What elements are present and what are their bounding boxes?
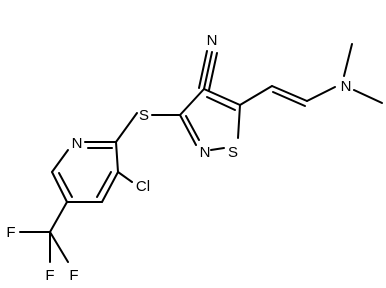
bond-c3-n <box>179 114 197 146</box>
nitrile-triple-bond <box>198 50 218 91</box>
bond-c3p-cl <box>117 171 133 183</box>
atom-chloro: Cl <box>136 178 150 195</box>
bond-c4-c5 <box>203 88 241 106</box>
bond-ring-cf3 <box>49 201 68 233</box>
atom-fluorine-bottom: F <box>45 267 54 284</box>
atom-pyridine-n: N <box>72 135 83 152</box>
bond-s-c5 <box>237 104 241 139</box>
atom-isothiazole-s: S <box>228 144 238 161</box>
bond-c5-vinyl <box>239 85 273 106</box>
bond-vinyl-n <box>306 86 336 102</box>
atom-thioether-s: S <box>139 107 149 124</box>
bond-vinyl-double-1 <box>271 85 308 102</box>
bond-c6-c5 <box>51 171 68 203</box>
bond-c4-c5-inner <box>206 96 236 111</box>
bond-vinyl-double-2 <box>272 91 306 107</box>
bond-c4-c3 <box>179 88 205 116</box>
bond-c3p-c2 <box>115 141 119 173</box>
atom-isothiazole-n: N <box>200 144 211 161</box>
atom-nitrile-n: N <box>207 32 218 49</box>
bond-c4-c3p <box>101 171 119 203</box>
bond-c6-c5-inner <box>58 172 73 198</box>
atom-fluorine-right: F <box>69 267 78 284</box>
bond-s-pyridine <box>115 112 138 143</box>
bond-n-methyl-right <box>353 89 383 104</box>
atom-amine-n: N <box>341 78 352 95</box>
bond-c4-c3p-inner <box>96 171 112 198</box>
bond-n1-c6 <box>51 149 69 173</box>
bond-cf3-f-right <box>49 231 69 263</box>
bond-n-methyl-up <box>343 43 353 77</box>
bond-n-s <box>210 147 225 151</box>
bond-c3-n-inner <box>185 115 200 141</box>
atom-fluorine-left: F <box>6 224 15 241</box>
